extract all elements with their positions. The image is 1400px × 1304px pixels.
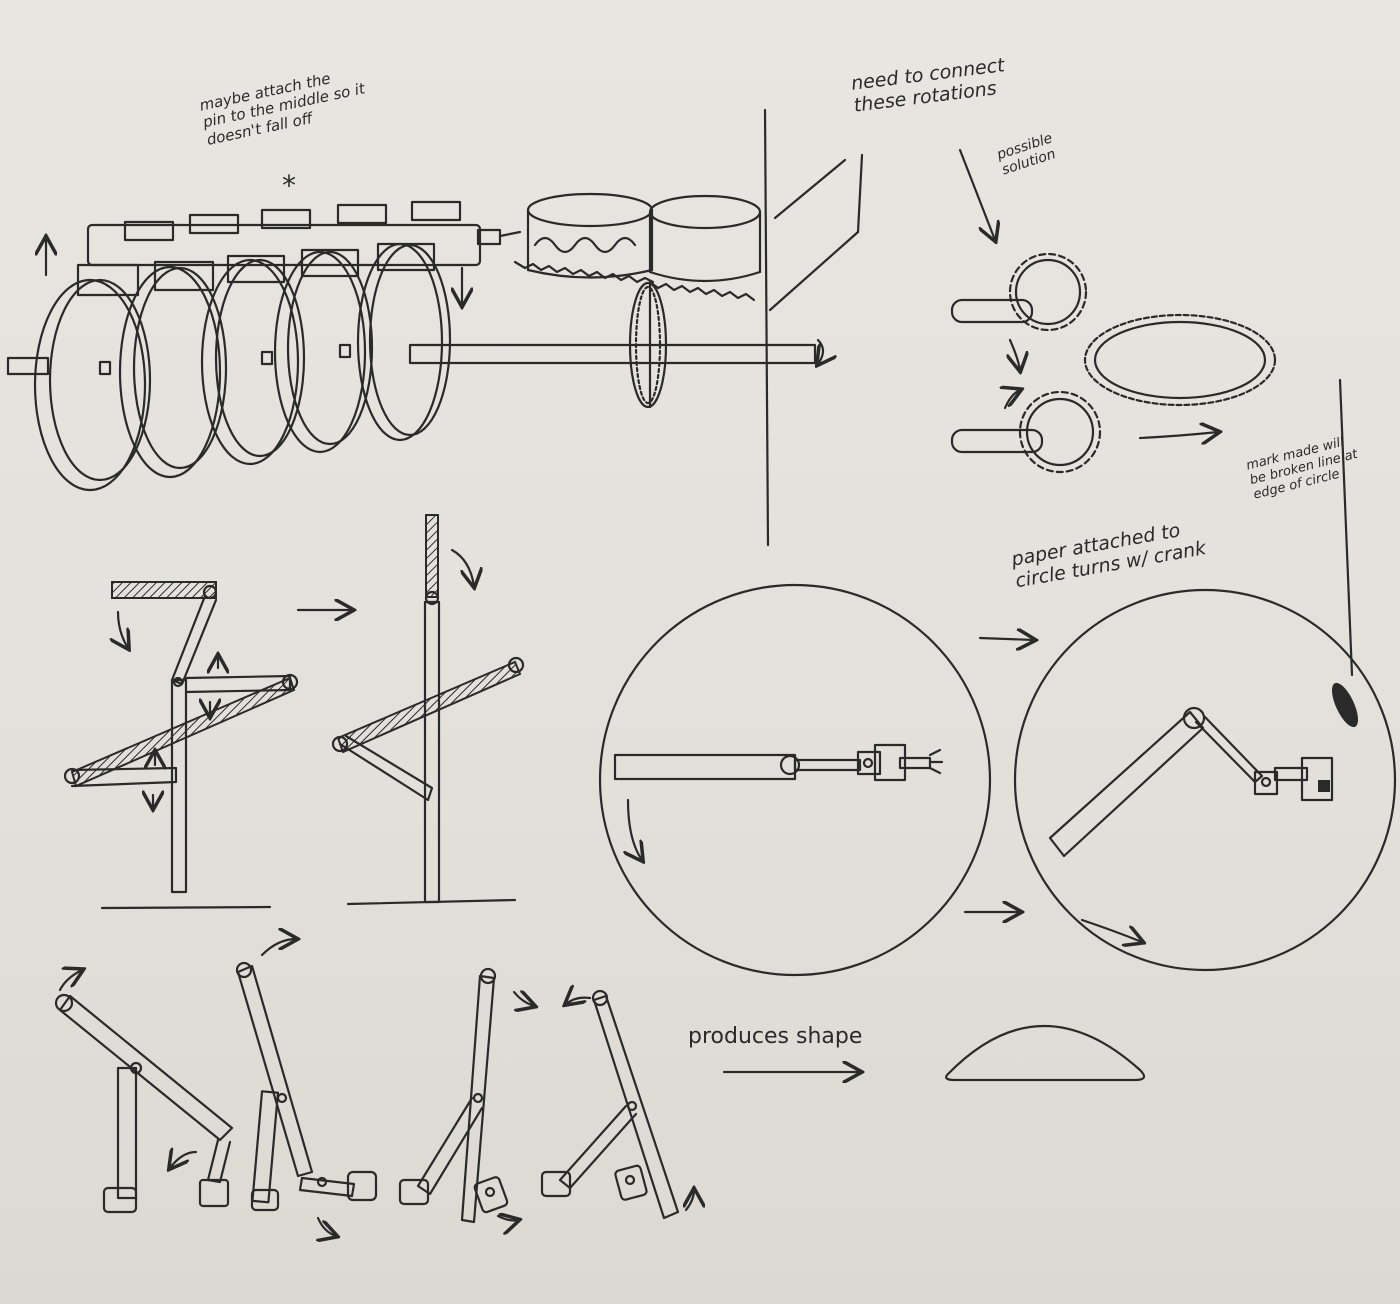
paper-disc-1 [598,583,992,977]
cam-disc [356,242,452,442]
gear-drum [648,194,762,302]
cam-disc [33,263,152,492]
linkage-mechanism-2 [331,514,525,906]
cam-disc [118,260,228,479]
linkage-mechanism-1 [63,581,299,910]
cam-disc [273,248,374,454]
divider-line [763,108,770,547]
walking-legs [54,939,694,1236]
produced-shape [945,1024,1146,1082]
cam-disc [200,254,306,466]
cam-shaft-assembly [6,192,823,492]
asterisk: * [282,169,296,202]
paper-disc-2 [1013,378,1397,972]
produces-shape-label: produces shape [688,1024,863,1049]
gear-drum [513,192,655,284]
spur-gear-edge [628,281,668,409]
bevel-gear-solution [950,148,1277,474]
